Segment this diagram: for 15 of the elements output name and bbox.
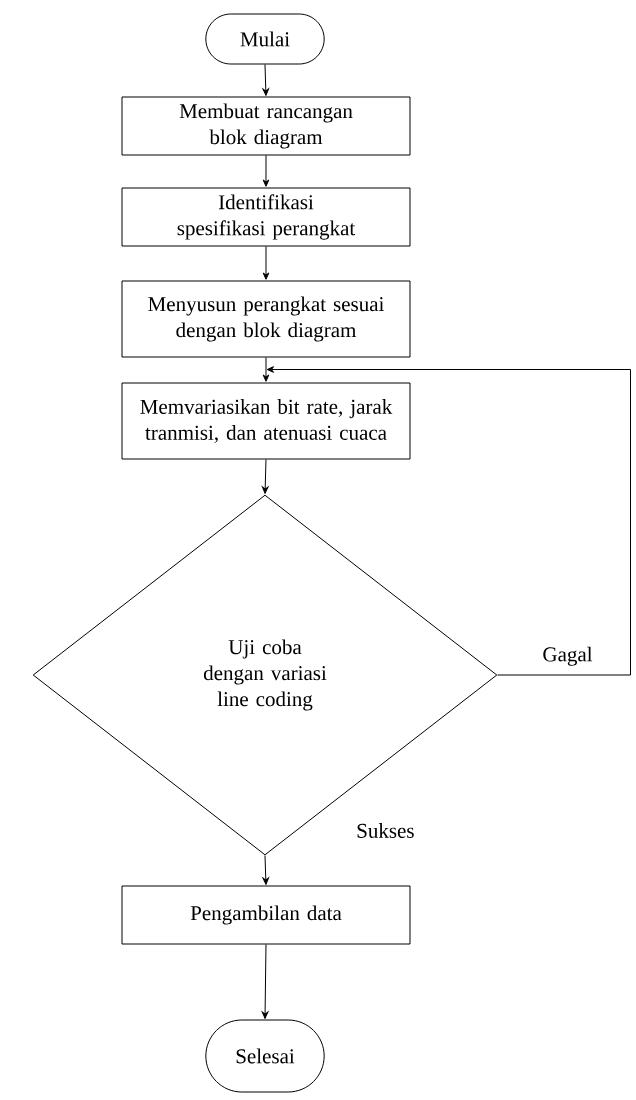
process-box: Identifikasi spesifikasi perangkat: [121, 187, 411, 247]
arrow: [266, 366, 631, 676]
edge-label: Gagal: [541, 645, 594, 667]
process-box: Memvariasikan bit rate, jarak tranmisi, dan atenuasi cuaca: [121, 382, 411, 460]
arrow: [261, 944, 269, 1019]
arrow: [261, 459, 269, 494]
arrow: [262, 357, 270, 382]
edge-label: Sukses: [355, 822, 416, 839]
arrow: [262, 64, 270, 96]
process-box: Pengambilan data: [121, 885, 411, 945]
arrow: [262, 155, 270, 187]
arrow: [262, 855, 270, 885]
process-box: Menyusun perangkat sesuai dengan blok diagram: [121, 280, 411, 358]
process-box: Membuat rancangan blok diagram: [121, 96, 411, 156]
arrow: [262, 246, 270, 280]
